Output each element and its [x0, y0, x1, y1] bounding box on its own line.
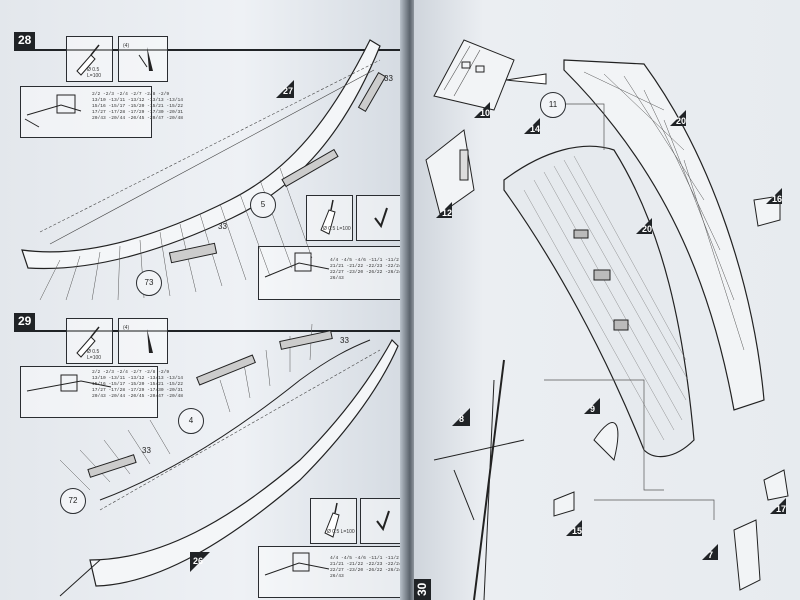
part-label-33b: 33 — [218, 222, 227, 231]
part-label-16: 16 — [772, 194, 783, 204]
part-marker-27 — [276, 80, 294, 98]
left-page: 28 Ø 0.5 L=100 (4) 2/2 -2/3 -2/4 -2/7 -2… — [0, 0, 404, 600]
part-label-14: 14 — [530, 124, 541, 134]
part-marker-12 — [436, 202, 452, 218]
book-gutter — [400, 0, 418, 600]
part-label-20b: 20 — [642, 224, 653, 234]
step-28-detail-panel-b — [258, 246, 404, 300]
step-29-glue-panel-2: Ø 0.5 L=100 — [310, 498, 357, 544]
part-marker-20b — [636, 218, 652, 234]
hull-assembly-drawings — [21, 39, 399, 597]
glue-bottle-icon — [320, 199, 336, 235]
right-page: 30 10 11 12 14 20 20 16 8 9 15 17 7 — [414, 0, 800, 600]
part-marker-8 — [452, 408, 470, 426]
part-callout-72: 72 — [60, 488, 86, 514]
part-marker-9 — [584, 398, 600, 414]
step-30-header: 30 — [414, 566, 436, 600]
step-29-detail-panel-a — [20, 366, 158, 418]
part-marker-17 — [770, 498, 786, 514]
step-28-detail-panel-a — [20, 86, 152, 138]
part-callout-4: 4 — [178, 408, 204, 434]
part-label-26: 26 — [193, 556, 204, 566]
step-28-check-panel — [356, 195, 404, 241]
checkmark-icon — [374, 207, 388, 229]
step-28-number: 28 — [14, 32, 36, 49]
part-marker-10 — [474, 102, 490, 118]
part-label-33c: 33 — [340, 336, 349, 345]
part-callout-73: 73 — [136, 270, 162, 296]
part-callout-5: 5 — [250, 192, 276, 218]
step-28-knife-panel: (4) — [118, 36, 168, 82]
step-30-number: 30 — [414, 578, 431, 600]
rail-detail-icon — [26, 374, 112, 392]
part-label-10: 10 — [480, 108, 491, 118]
part-marker-26 — [190, 552, 210, 572]
part-label-9: 9 — [590, 404, 596, 414]
part-label-33d: 33 — [142, 446, 151, 455]
step-28-glue-panel: Ø 0.5 L=100 — [66, 36, 113, 82]
part-label-7: 7 — [708, 550, 714, 560]
step-29-glue-panel: Ø 0.5 L=100 — [66, 318, 113, 364]
step-29-tool-circle: (4) — [123, 325, 130, 331]
part-label-33a: 33 — [384, 74, 393, 83]
step-29-code-table-a: 2/2 -2/3 -2/4 -2/7 -2/8 -2/9 13/10 -13/1… — [92, 370, 183, 399]
part-marker-7 — [702, 544, 718, 560]
step-29-hint-b: Ø 0.5 L=100 — [327, 529, 355, 535]
knife-icon — [147, 329, 153, 353]
part-marker-15 — [566, 520, 582, 536]
part-callout-11: 11 — [540, 92, 566, 118]
glue-tube-icon — [76, 44, 100, 76]
part-label-12: 12 — [442, 208, 453, 218]
part-label-27: 27 — [283, 86, 294, 96]
step-28-hint-b: Ø 0.5 L=100 — [323, 226, 351, 232]
part-label-8: 8 — [459, 414, 465, 424]
rail-detail-icon-b — [264, 252, 330, 278]
step-29-knife-panel: (4) — [118, 318, 168, 364]
part-marker-20a — [670, 110, 686, 126]
step-29-hint-a: Ø 0.5 L=100 — [87, 349, 102, 361]
part-label-20a: 20 — [676, 116, 687, 126]
step-29-number: 29 — [14, 313, 36, 330]
part-marker-16 — [766, 188, 782, 204]
checkmark-icon — [376, 510, 390, 532]
step-28-header: 28 — [14, 32, 402, 51]
part-label-17: 17 — [776, 504, 787, 514]
step-29-header: 29 — [14, 313, 402, 332]
rail-detail-icon — [24, 94, 82, 128]
step-28-code-table-a: 2/2 -2/3 -2/4 -2/7 -2/8 -2/9 13/10 -13/1… — [92, 92, 183, 121]
glue-tube-icon — [76, 326, 100, 358]
rail-detail-icon-b — [264, 552, 330, 576]
part-label-15: 15 — [572, 526, 583, 536]
step-28-glue-panel-2: Ø 0.5 L=100 — [306, 195, 353, 241]
step-28-tool-circle: (4) — [123, 43, 130, 49]
glue-bottle-icon — [324, 502, 340, 538]
step-28-hint-a: Ø 0.5 L=100 — [87, 67, 102, 79]
ship-exploded-view — [425, 39, 789, 600]
step-29-detail-panel-b — [258, 546, 404, 598]
part-marker-14 — [524, 118, 540, 134]
knife-icon — [138, 47, 153, 71]
